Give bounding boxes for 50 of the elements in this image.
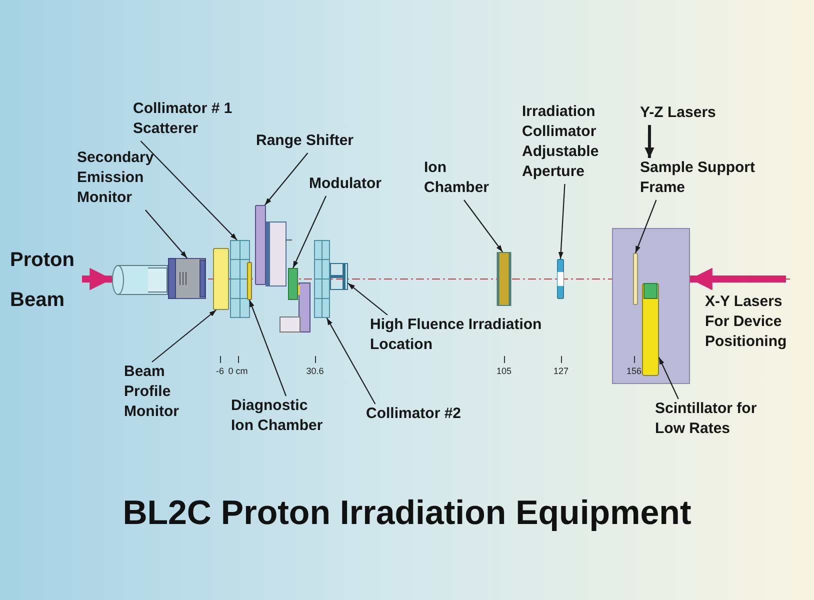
arrow <box>644 125 654 158</box>
leader-line <box>140 140 238 240</box>
part-label: Ion Chamber <box>424 158 504 200</box>
scale-label: 0 cm <box>228 365 248 377</box>
collimator-drawing <box>230 240 250 318</box>
part-label: Irradiation Collimator Adjustable Aperture <box>522 102 617 184</box>
scale-label: 30.6 <box>306 365 324 377</box>
part-label: High Fluence Irradiation Location <box>370 315 545 357</box>
modulator-drawing <box>288 268 298 300</box>
beam-arrow <box>690 268 786 290</box>
part-label: Diagnostic Ion Chamber <box>231 396 331 438</box>
leader-line <box>264 152 308 206</box>
leader-line <box>464 200 504 252</box>
leader-line <box>634 200 657 254</box>
scale-label: 105 <box>496 365 512 377</box>
part-label: Beam Profile Monitor <box>124 362 204 424</box>
leader-line <box>348 282 388 316</box>
leader-line <box>326 318 376 404</box>
profile-monitor-plate <box>213 248 229 310</box>
ion-chamber-drawing <box>497 252 511 306</box>
emission-monitor-drawing <box>168 258 206 299</box>
part-label: Sample Support Frame <box>640 158 775 200</box>
beam-pipe-drawing <box>112 265 168 295</box>
sample-enclosure-box <box>612 228 690 384</box>
part-label: Secondary Emission Monitor <box>77 148 172 210</box>
part-label: Collimator #2 <box>366 404 481 426</box>
scale-label: -6 <box>216 365 224 377</box>
scintillator-drawing <box>642 283 659 376</box>
beam-arrow <box>82 268 112 290</box>
leader-line <box>292 196 326 268</box>
irradiation-frame-drawing <box>330 263 348 290</box>
part-label: Range Shifter <box>256 131 371 153</box>
leader-line <box>144 210 188 258</box>
collimator-drawing <box>314 240 330 318</box>
part-label: Y-Z Lasers <box>640 103 735 125</box>
leader-line <box>152 310 217 362</box>
leader-line <box>248 300 287 396</box>
part-label: Scintillator for Low Rates <box>655 399 785 441</box>
title: BL2C Proton Irradiation Equipment <box>122 493 692 534</box>
laser-label: X-Y Lasers For Device Positioning <box>705 292 788 352</box>
leader-line <box>658 357 679 400</box>
part-label: Modulator <box>309 174 394 196</box>
ion-chamber-plate <box>247 262 252 300</box>
support-frame-bar <box>633 253 638 305</box>
scale-label: 127 <box>553 365 569 377</box>
leader-line <box>558 184 566 260</box>
range-shifter-plate <box>255 205 266 285</box>
part-label: Proton Beam <box>10 240 82 320</box>
aperture-drawing <box>557 259 564 299</box>
scale-label: 156 <box>626 365 642 377</box>
